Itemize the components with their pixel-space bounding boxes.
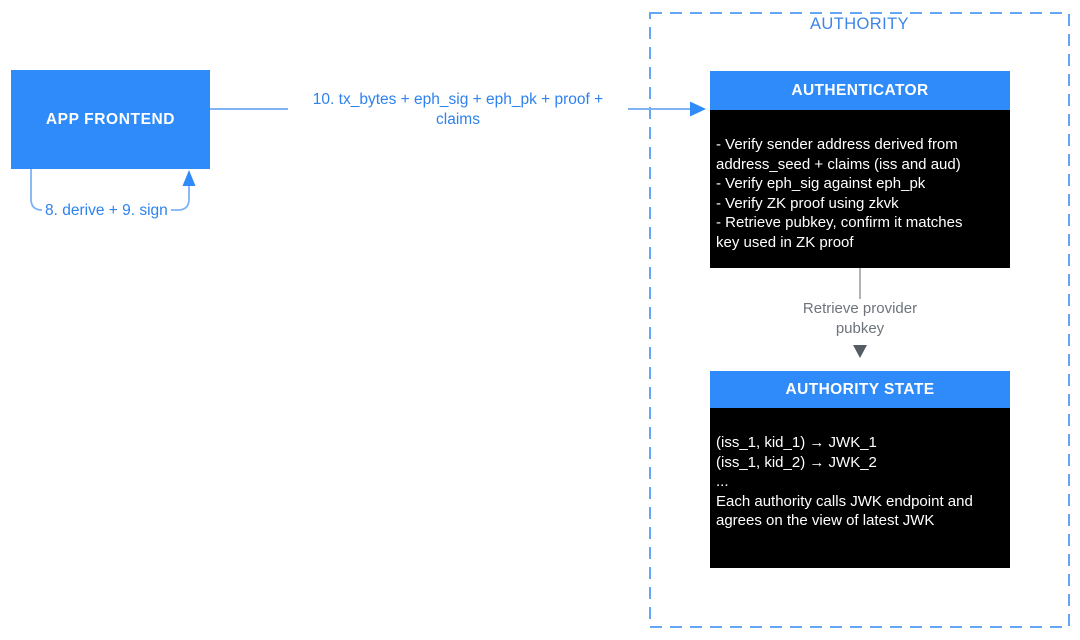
tx-flow-edge-label: 10. tx_bytes + eph_sig + eph_pk + proof … <box>288 90 628 130</box>
app-frontend-node: APP FRONTEND <box>11 70 210 169</box>
retrieve-pubkey-edge-label-line: pubkey <box>835 320 885 337</box>
authority-state-text-line: ... <box>716 473 729 490</box>
retrieve-pubkey-edge-label-line: Retrieve provider <box>802 300 918 317</box>
authenticator-node-header: AUTHENTICATOR <box>710 71 1010 110</box>
authority-state-node-header: AUTHORITY STATE <box>710 371 1010 408</box>
app-frontend-label: APP FRONTEND <box>45 110 176 128</box>
authenticator-text-line: address_seed + claims (iss and aud) <box>716 155 961 173</box>
derive-sign-edge-label: 8. derive + 9. sign <box>42 201 171 220</box>
retrieve-pubkey-arrowhead-icon <box>853 345 867 358</box>
tx-flow-arrowhead-icon <box>690 101 706 117</box>
authenticator-title: AUTHENTICATOR <box>791 81 929 99</box>
authority-state-text-line: Each authority calls JWK endpoint and <box>716 492 973 510</box>
tx-flow-edge-label-line: 10. tx_bytes + eph_sig + eph_pk + proof … <box>312 91 604 108</box>
authority-group-label: AUTHORITY <box>810 15 909 33</box>
authenticator-text-line: - Retrieve pubkey, confirm it matches <box>716 214 963 231</box>
authority-state-node-body: (iss_1, kid_1) → JWK_1 (iss_1, kid_2) → … <box>710 408 1010 568</box>
authenticator-text-line: key used in ZK proof <box>716 233 854 251</box>
authority-state-text-line: (iss_1, kid_1) → JWK_1 <box>716 434 877 451</box>
authenticator-node-body: - Verify sender address derived from add… <box>710 110 1010 268</box>
authenticator-text-line: - Verify sender address derived from <box>716 136 958 153</box>
derive-sign-arrowhead-icon <box>182 170 196 186</box>
authority-state-title: AUTHORITY STATE <box>785 380 935 398</box>
authority-state-text-line: agrees on the view of latest JWK <box>716 512 935 529</box>
authenticator-text-line: - Verify eph_sig against eph_pk <box>716 175 926 192</box>
tx-flow-edge-label-line: claims <box>436 111 480 128</box>
authority-state-text-line: (iss_1, kid_2) → JWK_2 <box>716 453 877 471</box>
authenticator-text-line: - Verify ZK proof using zkvk <box>716 194 899 212</box>
authority-group-border <box>649 12 1070 628</box>
retrieve-pubkey-edge-label: Retrieve provider pubkey <box>780 299 940 345</box>
